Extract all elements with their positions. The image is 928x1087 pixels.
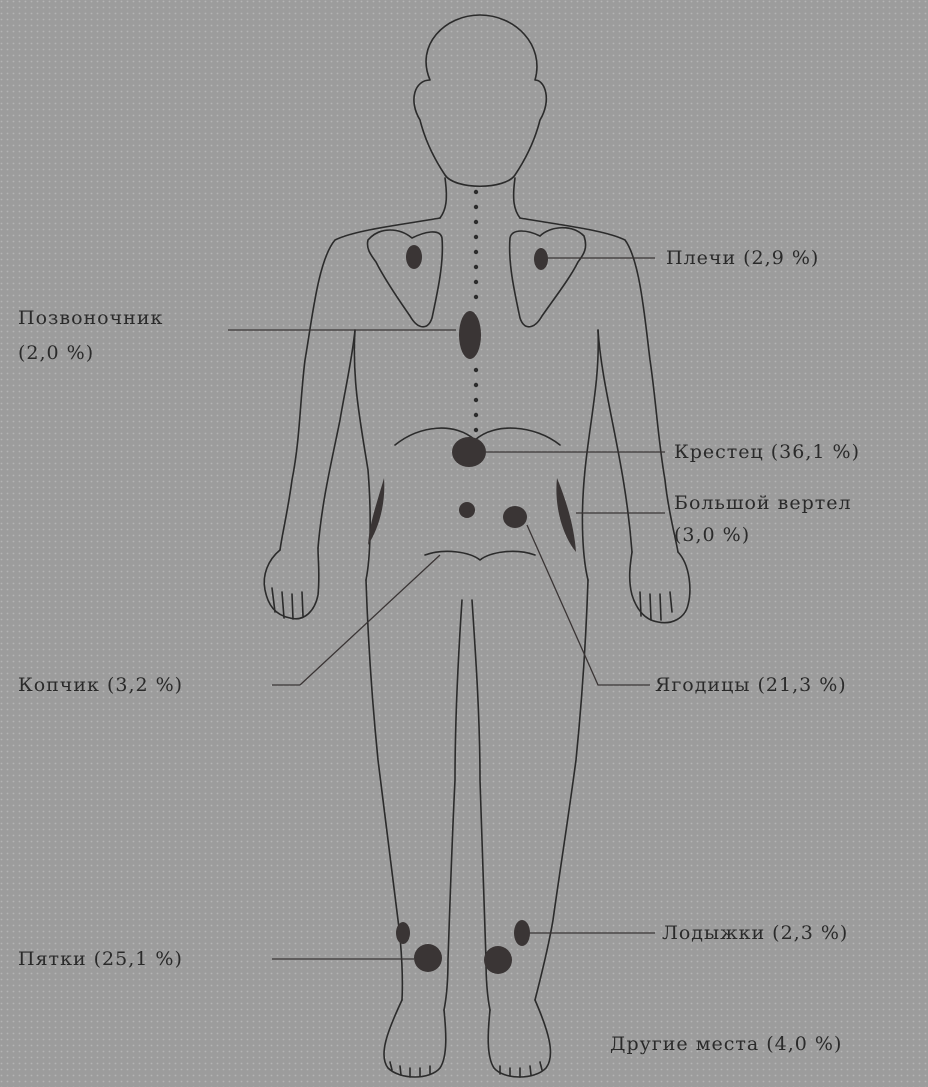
label-ankles: Лодыжки (2,3 %) [662,921,848,945]
label-heels: Пятки (25,1 %) [18,947,183,971]
label-other: Другие места (4,0 %) [610,1032,842,1056]
spot-spine [459,311,481,359]
label-spine-line1: Позвоночник [18,306,163,330]
label-trochanter-line1: Большой вертел [674,491,852,515]
spot-sacrum [452,437,486,467]
spot-right-heel [484,946,512,974]
spot-right-ankle [514,920,530,946]
spot-right-shoulder [534,248,548,270]
spot-left-ankle [396,922,410,944]
spot-coccyx [459,502,475,518]
label-coccyx: Копчик (3,2 %) [18,673,183,697]
label-shoulders: Плечи (2,9 %) [666,246,819,270]
label-trochanter-line2: (3,0 %) [674,523,750,547]
label-sacrum: Крестец (36,1 %) [674,440,860,464]
spot-buttock [503,506,527,528]
label-spine-line2: (2,0 %) [18,341,94,365]
spot-left-shoulder [406,245,422,269]
label-buttocks: Ягодицы (21,3 %) [655,673,847,697]
spot-left-heel [414,944,442,972]
